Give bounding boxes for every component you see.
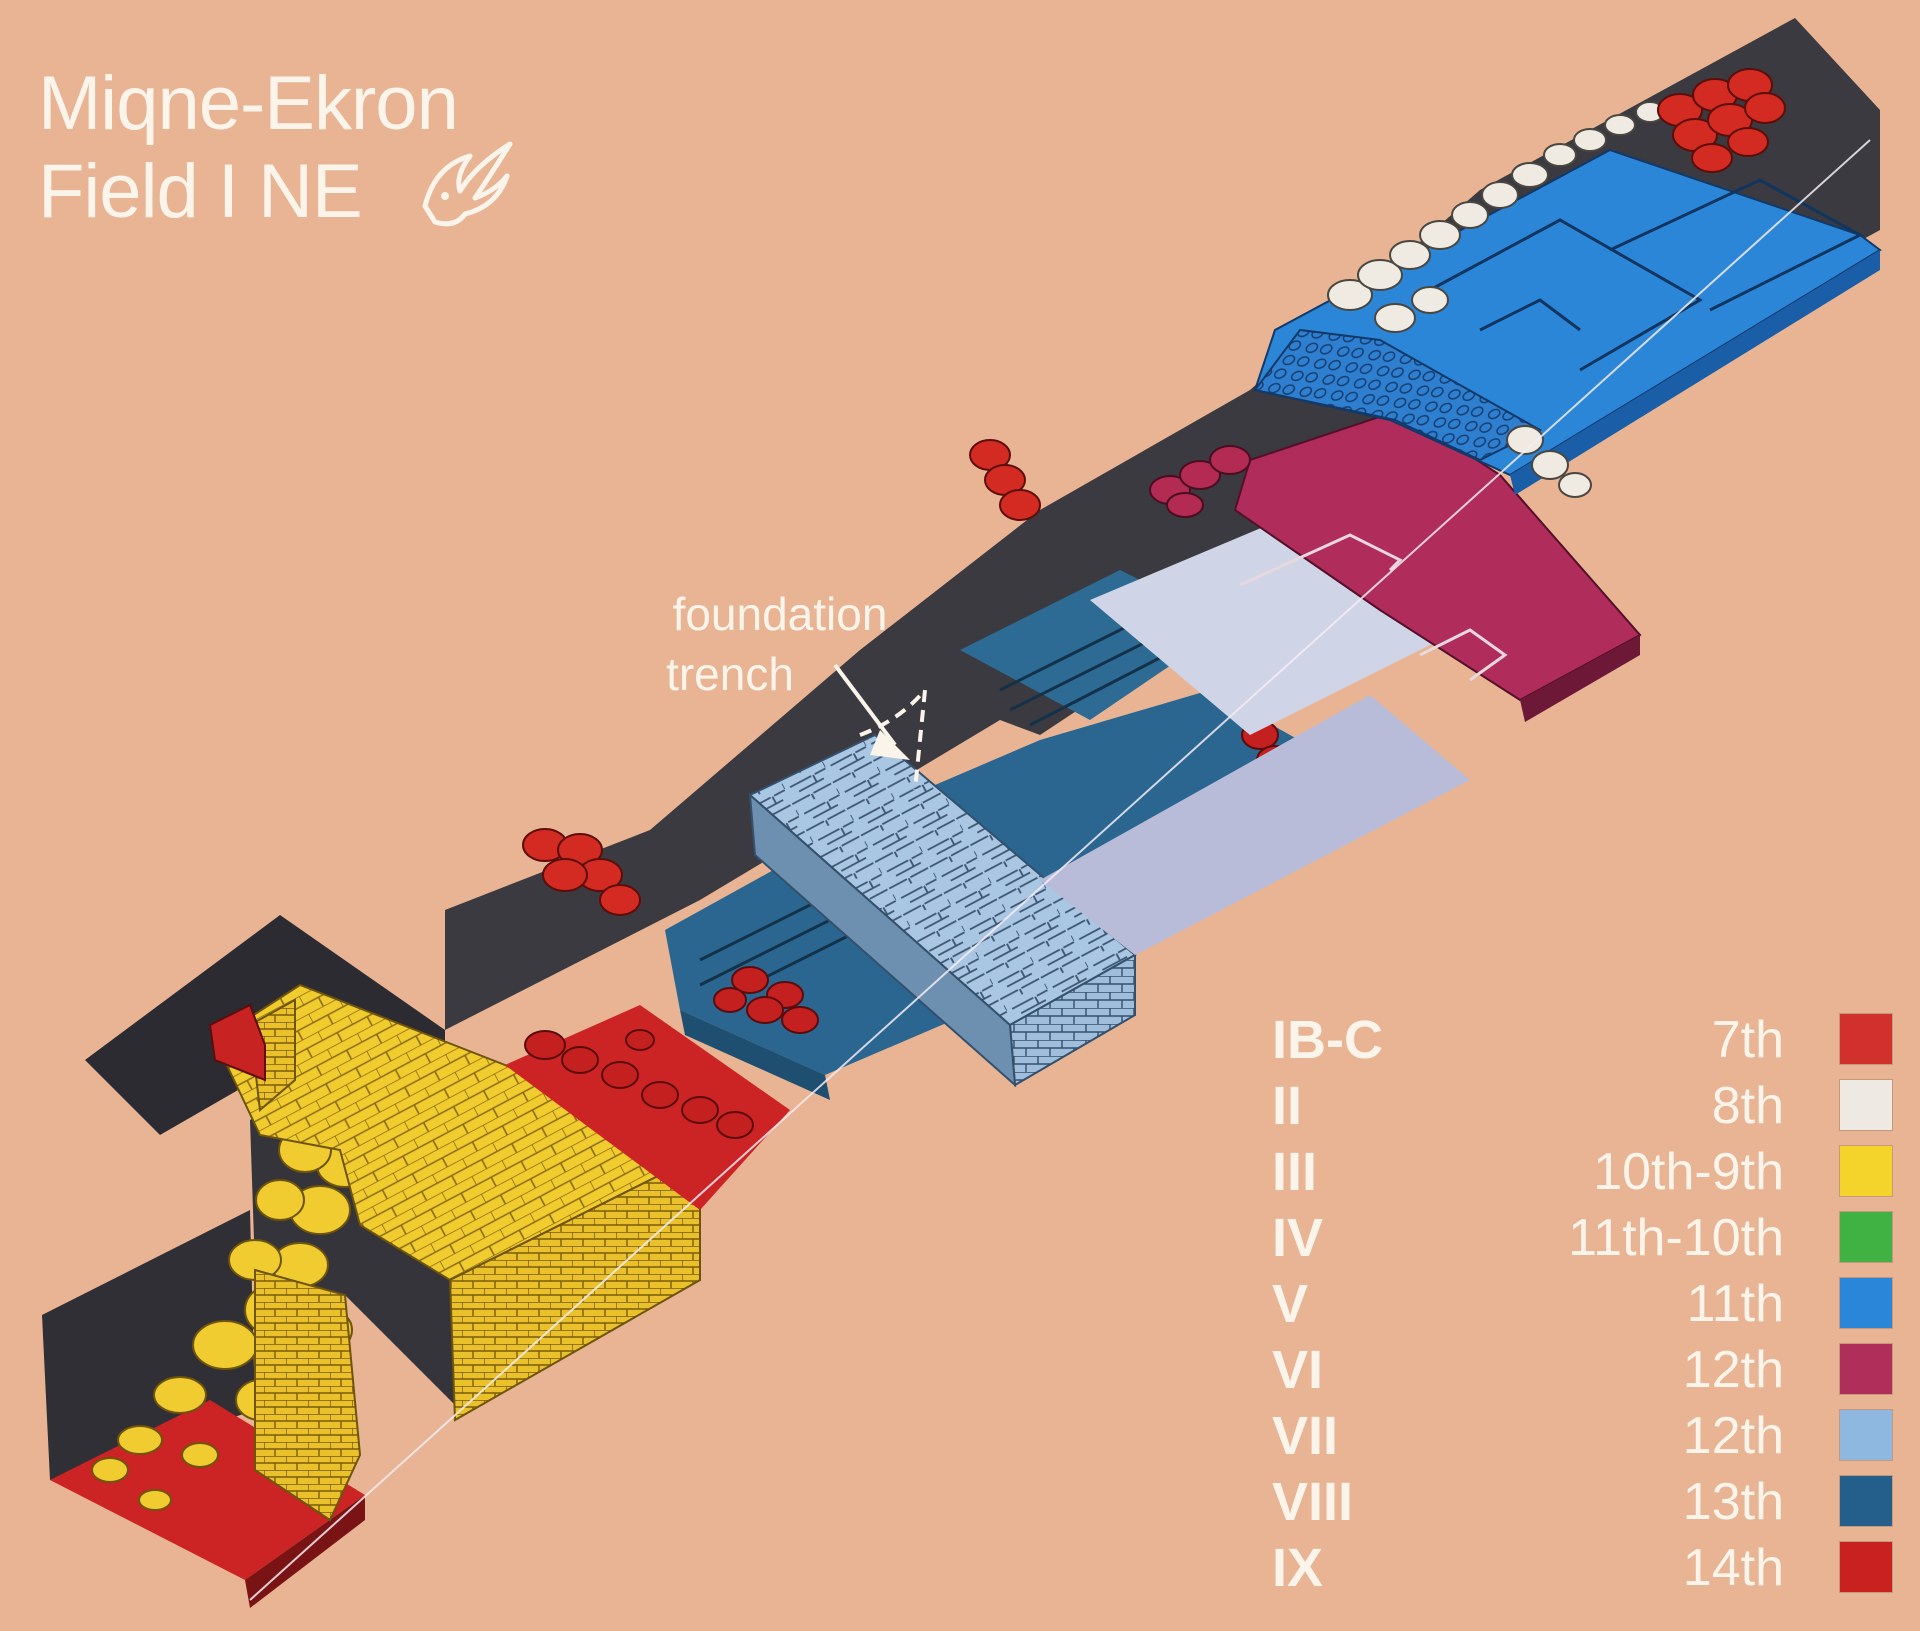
floor-phase-v-edge: [1510, 250, 1880, 495]
legend-phase: IV: [1272, 1208, 1324, 1268]
legend-phase: VI: [1272, 1340, 1324, 1400]
stones-phase-ix-mid: [524, 1029, 754, 1139]
legend-swatch: [1840, 1278, 1892, 1328]
legend-swatch: [1840, 1476, 1892, 1526]
legend-swatch: [1840, 1212, 1892, 1262]
legend-row: VII 12th: [1272, 1404, 1892, 1468]
title-site-name: Miqne-Ekron: [38, 61, 459, 146]
legend-swatch: [1840, 1542, 1892, 1592]
legend-row: VIII 13th: [1272, 1470, 1892, 1534]
legend-swatch: [1840, 1146, 1892, 1196]
annotation-line-2: trench: [666, 648, 794, 700]
floor-phase-vi-edge: [1520, 635, 1640, 722]
annotation-line-1: foundation: [672, 588, 888, 640]
legend-swatch: [1840, 1344, 1892, 1394]
bird-icon: [422, 141, 513, 227]
legend-row: V 11th: [1272, 1272, 1892, 1336]
legend-phase: VIII: [1272, 1472, 1354, 1532]
legend-date: 12th: [1682, 1341, 1784, 1399]
floor-phase-vii-grey: [1040, 695, 1470, 955]
legend-row: II 8th: [1272, 1074, 1892, 1138]
legend-date: 12th: [1682, 1407, 1784, 1465]
arrow-foundation-trench: [833, 663, 928, 791]
legend-phase: IX: [1272, 1538, 1324, 1598]
legend-swatch: [1840, 1014, 1892, 1064]
stones-phase-ii: [1327, 101, 1665, 498]
legend-date: 11th: [1686, 1275, 1784, 1333]
legend-phase: IB-C: [1272, 1010, 1383, 1070]
block-phase-ix-nw: [208, 1003, 266, 1082]
pit-phase-viii-deep: [680, 1010, 830, 1100]
title-field-name: Field I NE: [38, 149, 363, 234]
stones-phase-vi: [1149, 445, 1251, 518]
survey-line: [249, 139, 1871, 1601]
legend-row: III 10th-9th: [1272, 1140, 1892, 1204]
wall-phase-vii-side: [748, 792, 1017, 1088]
legend-phase: V: [1272, 1274, 1309, 1334]
legend-swatch: [1840, 1410, 1892, 1460]
wall-outline-phase-v: [1429, 178, 1864, 372]
legend-row: VI 12th: [1272, 1338, 1892, 1402]
legend-phase: II: [1272, 1076, 1303, 1136]
legend-date: 7th: [1711, 1011, 1784, 1069]
floor-phase-vii-pale: [1090, 520, 1440, 735]
stones-phase-ib-c: [522, 68, 1786, 916]
legend-date: 11th-10th: [1568, 1209, 1784, 1267]
platform-phase-iii-wall: [248, 998, 296, 1112]
legend-date: 8th: [1711, 1077, 1784, 1135]
wall-face-phase-iii-lower: [254, 1268, 362, 1522]
legend-row: IB-C 7th: [1272, 1008, 1892, 1072]
legend-phase: III: [1272, 1142, 1318, 1202]
legend-phase: VII: [1272, 1406, 1339, 1466]
wall-outline-phase-vi: [1239, 533, 1508, 682]
legend-date: 13th: [1682, 1473, 1784, 1531]
legend-date: 10th-9th: [1593, 1143, 1784, 1201]
floor-phase-v-cobble: [1253, 328, 1543, 462]
legend-swatch: [1840, 1080, 1892, 1130]
legend-row: IX 14th: [1272, 1536, 1892, 1600]
legend-row: IV 11th-10th: [1272, 1206, 1892, 1270]
legend-date: 14th: [1682, 1539, 1784, 1597]
platform-phase-iii-face: [448, 1153, 701, 1422]
